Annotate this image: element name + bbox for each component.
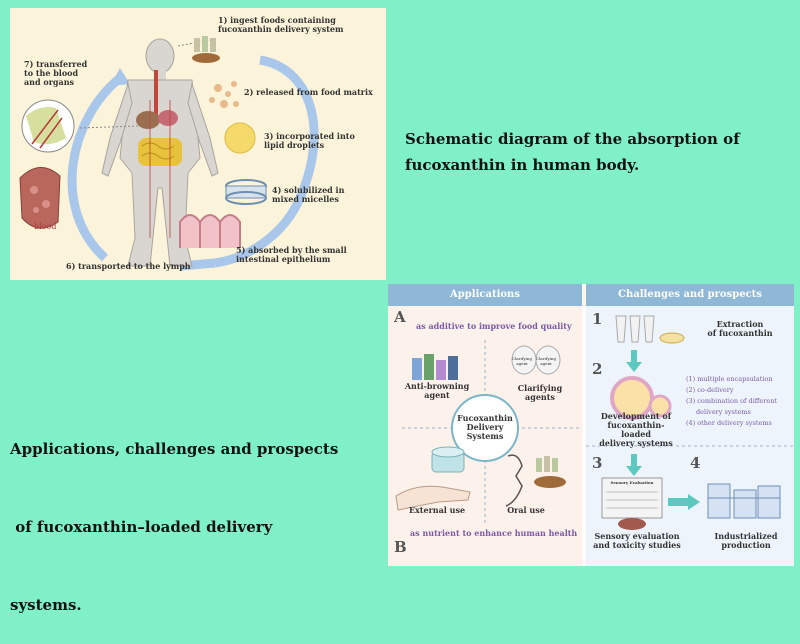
development-line1: Development of	[600, 411, 672, 421]
factory-icon	[707, 483, 781, 519]
top-caption-line1: Schematic diagram of the absorption of	[405, 130, 740, 148]
development-label: Development of fucoxanthin-loaded delive…	[594, 412, 678, 448]
clarifying-line1: Clarifying	[517, 383, 563, 393]
step7-line2: to the blood	[24, 68, 79, 78]
flow-arrow-right	[214, 55, 319, 268]
industrial-line1: Industrialized	[714, 531, 778, 541]
step3-line1: 3) incorporated into	[264, 131, 355, 141]
sensory-sheet-icon	[601, 477, 663, 519]
jar-label-2: Clarifying agent	[535, 356, 557, 366]
clarifying-line2: agents	[525, 392, 555, 402]
step7-line1: 7) transferred	[24, 59, 88, 69]
option-1: (1) multiple encapsulation	[686, 375, 773, 383]
step1-line2: fucoxanthin delivery system	[218, 24, 344, 34]
industrial-label: Industrialized production	[706, 532, 786, 550]
tagline-a: as additive to improve food quality	[416, 321, 572, 331]
center-line1: Fucoxanthin	[457, 413, 513, 423]
challenges-header: Challenges and prospects	[586, 284, 794, 306]
blood-label: blood	[34, 222, 57, 231]
section-b-letter: B	[394, 538, 407, 556]
step-1-number: 1	[592, 310, 603, 328]
jar-label-1: Clarifying agent	[511, 356, 533, 366]
option-3-cont: delivery systems	[696, 408, 751, 416]
step4-label: 4) solubilized in mixed micelles	[272, 186, 344, 204]
extraction-beakers-icon	[615, 315, 685, 344]
step-2-number: 2	[592, 360, 603, 378]
step1-label: 1) ingest foods containing fucoxanthin d…	[218, 16, 343, 34]
anti-browning-label: Anti-browning agent	[402, 382, 472, 400]
anti-browning-bottles-icon	[412, 354, 458, 380]
step1-line1: 1) ingest foods containing	[218, 15, 336, 25]
center-circle	[451, 394, 519, 462]
tagline-b: as nutrient to enhance human health	[410, 528, 578, 538]
step3-label: 3) incorporated into lipid droplets	[264, 132, 355, 150]
anti-browning-line2: agent	[424, 390, 450, 400]
step5-line2: intestinal epithelium	[236, 254, 331, 264]
development-options-list: (1) multiple encapsulation (2) co-delive…	[686, 374, 777, 429]
step7-label: 7) transferred to the blood and organs	[24, 60, 87, 87]
development-line3: delivery systems	[599, 438, 673, 448]
extraction-line1: Extraction	[716, 319, 764, 329]
step5-label: 5) absorbed by the small intestinal epit…	[236, 246, 347, 264]
flow-arrow-left	[67, 74, 123, 262]
blood-vessel-icon	[19, 167, 61, 229]
oral-use-label: Oral use	[507, 505, 545, 515]
delivery-sphere-small-icon	[648, 394, 672, 418]
human-body-figure	[101, 38, 219, 267]
clarifying-label: Clarifying agents	[510, 384, 570, 402]
intestinal-epithelium-icon	[179, 214, 241, 248]
sensory-line1: Sensory evaluation	[594, 531, 680, 541]
sensory-label: Sensory evaluation and toxicity studies	[592, 532, 682, 550]
external-use-label: External use	[408, 505, 466, 515]
step3-line2: lipid droplets	[264, 140, 325, 150]
applications-challenges-panel: Applications Challenges and prospects	[388, 284, 794, 566]
food-bottles-icon	[192, 36, 220, 63]
absorption-diagram-panel: 1) ingest foods containing fucoxanthin d…	[10, 8, 386, 280]
sensory-line2: and toxicity studies	[593, 540, 681, 550]
center-line2: Delivery	[466, 422, 504, 432]
bottom-caption-line3: systems.	[10, 596, 82, 614]
step6-label: 6) transported to the lymph	[66, 261, 191, 271]
food-matrix-particles-icon	[209, 81, 239, 108]
development-line2: fucoxanthin-loaded	[607, 420, 665, 439]
step-4-number: 4	[690, 454, 701, 472]
step-3-number: 3	[592, 454, 603, 472]
bottom-caption-line1: Applications, challenges and prospects	[10, 440, 339, 458]
top-caption: Schematic diagram of the absorption of f…	[405, 126, 740, 178]
sensory-sheet-title: Sensory Evaluation	[610, 480, 654, 485]
lipid-droplet-icon	[224, 122, 256, 154]
section-a-letter: A	[394, 308, 406, 326]
extraction-label: Extraction of fucoxanthin	[700, 320, 780, 338]
option-2: (2) co-delivery	[686, 386, 734, 394]
micelle-icon	[225, 179, 267, 205]
absorption-diagram-art	[19, 36, 319, 271]
step4-line1: 4) solubilized in	[272, 185, 345, 195]
applications-challenges-art	[388, 306, 794, 566]
center-label: Fucoxanthin Delivery Systems	[455, 414, 515, 441]
step2-label: 2) released from food matrix	[244, 87, 373, 97]
bottom-caption: Applications, challenges and prospects o…	[10, 384, 338, 644]
extraction-line2: of fucoxanthin	[707, 328, 773, 338]
flow-arrowhead-left	[110, 68, 130, 86]
step4-line2: mixed micelles	[272, 194, 339, 204]
cream-jar-and-hand-icon	[395, 446, 471, 511]
step5-line1: 5) absorbed by the small	[236, 245, 347, 255]
top-caption-line2: fucoxanthin in human body.	[405, 156, 640, 174]
industrial-line2: production	[721, 540, 771, 550]
center-line3: Systems	[466, 431, 504, 441]
anti-browning-line1: Anti-browning	[404, 381, 470, 391]
face-and-food-icon	[505, 454, 566, 507]
clarifying-jar-icon	[535, 345, 561, 375]
option-4: (4) other delivery systems	[686, 419, 772, 427]
step7-line3: and organs	[24, 77, 75, 87]
sample-dish-icon	[618, 518, 646, 530]
option-3: (3) combination of different	[686, 397, 777, 405]
applications-header: Applications	[388, 284, 582, 306]
bottom-caption-line2: of fucoxanthin–loaded delivery	[10, 518, 273, 536]
